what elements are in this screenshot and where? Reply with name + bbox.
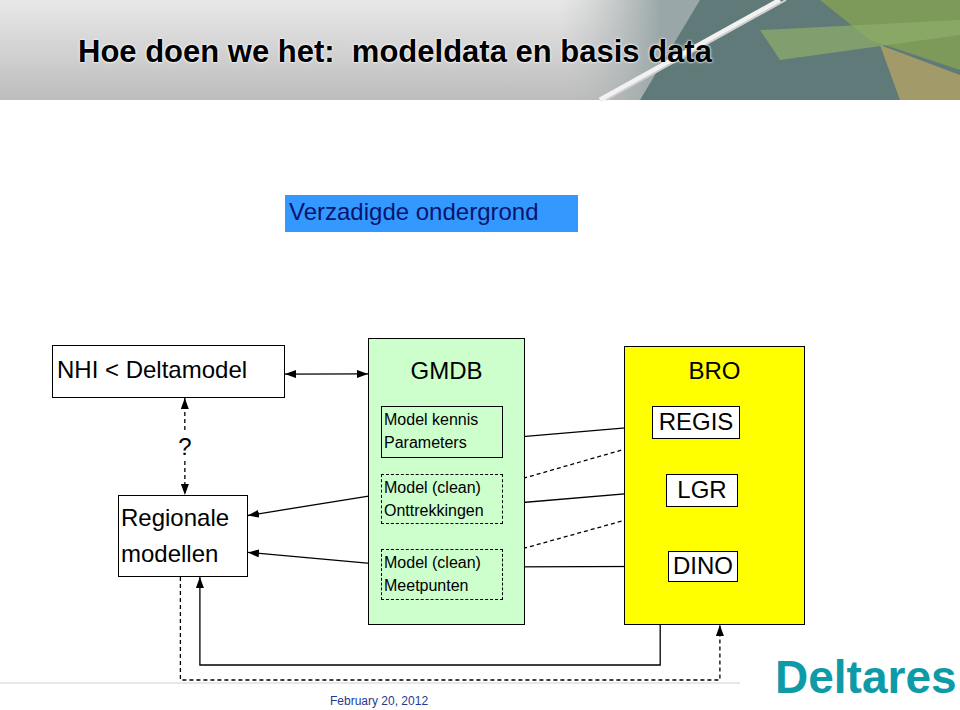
node-text: Model kennis Parameters	[384, 408, 500, 454]
connector	[503, 490, 666, 504]
source-box: DINO	[668, 551, 738, 582]
node-text: GMDB	[371, 357, 522, 386]
connector	[248, 494, 381, 515]
node-text: DINO	[671, 552, 735, 581]
model-box: Regionale modellen	[118, 495, 248, 577]
dashed-connector	[503, 507, 673, 554]
node-text: LGR	[669, 476, 735, 505]
source-box: REGIS	[652, 406, 740, 439]
node-text: Model (clean) Meetpunten	[384, 551, 500, 597]
node-text: Regionale modellen	[121, 500, 245, 572]
data-box: Model (clean) Meetpunten	[381, 549, 503, 600]
node-text: REGIS	[655, 408, 737, 437]
dashed-connector	[503, 439, 661, 484]
connector	[285, 373, 368, 375]
connector	[200, 577, 660, 665]
source-box: LGR	[666, 474, 738, 507]
registry-box: BRO REGIS LGR DINO	[624, 346, 805, 625]
data-box: Model (clean) Onttrekkingen	[381, 474, 503, 524]
logo-text: Deltares	[775, 650, 957, 704]
edge-label: ?	[176, 433, 193, 461]
footer-date: February 20, 2012	[330, 694, 428, 708]
database-box: GMDB Model kennis ParametersModel (clean)…	[368, 338, 525, 625]
node-text: Verzadigde ondergrond	[289, 198, 574, 227]
data-box: Model kennis Parameters	[381, 406, 503, 458]
connector	[503, 566, 668, 568]
connector	[248, 552, 381, 564]
slide-title: Hoe doen we het: modeldata en basis data	[78, 34, 712, 70]
node-text: Model (clean) Onttrekkingen	[384, 476, 500, 522]
connector	[503, 426, 652, 439]
layer-band: Verzadigde ondergrond	[285, 195, 578, 232]
node-text: NHI < Deltamodel	[57, 356, 280, 385]
model-box: NHI < Deltamodel	[52, 345, 285, 398]
dashed-connector	[180, 577, 720, 680]
node-text: BRO	[627, 357, 802, 386]
